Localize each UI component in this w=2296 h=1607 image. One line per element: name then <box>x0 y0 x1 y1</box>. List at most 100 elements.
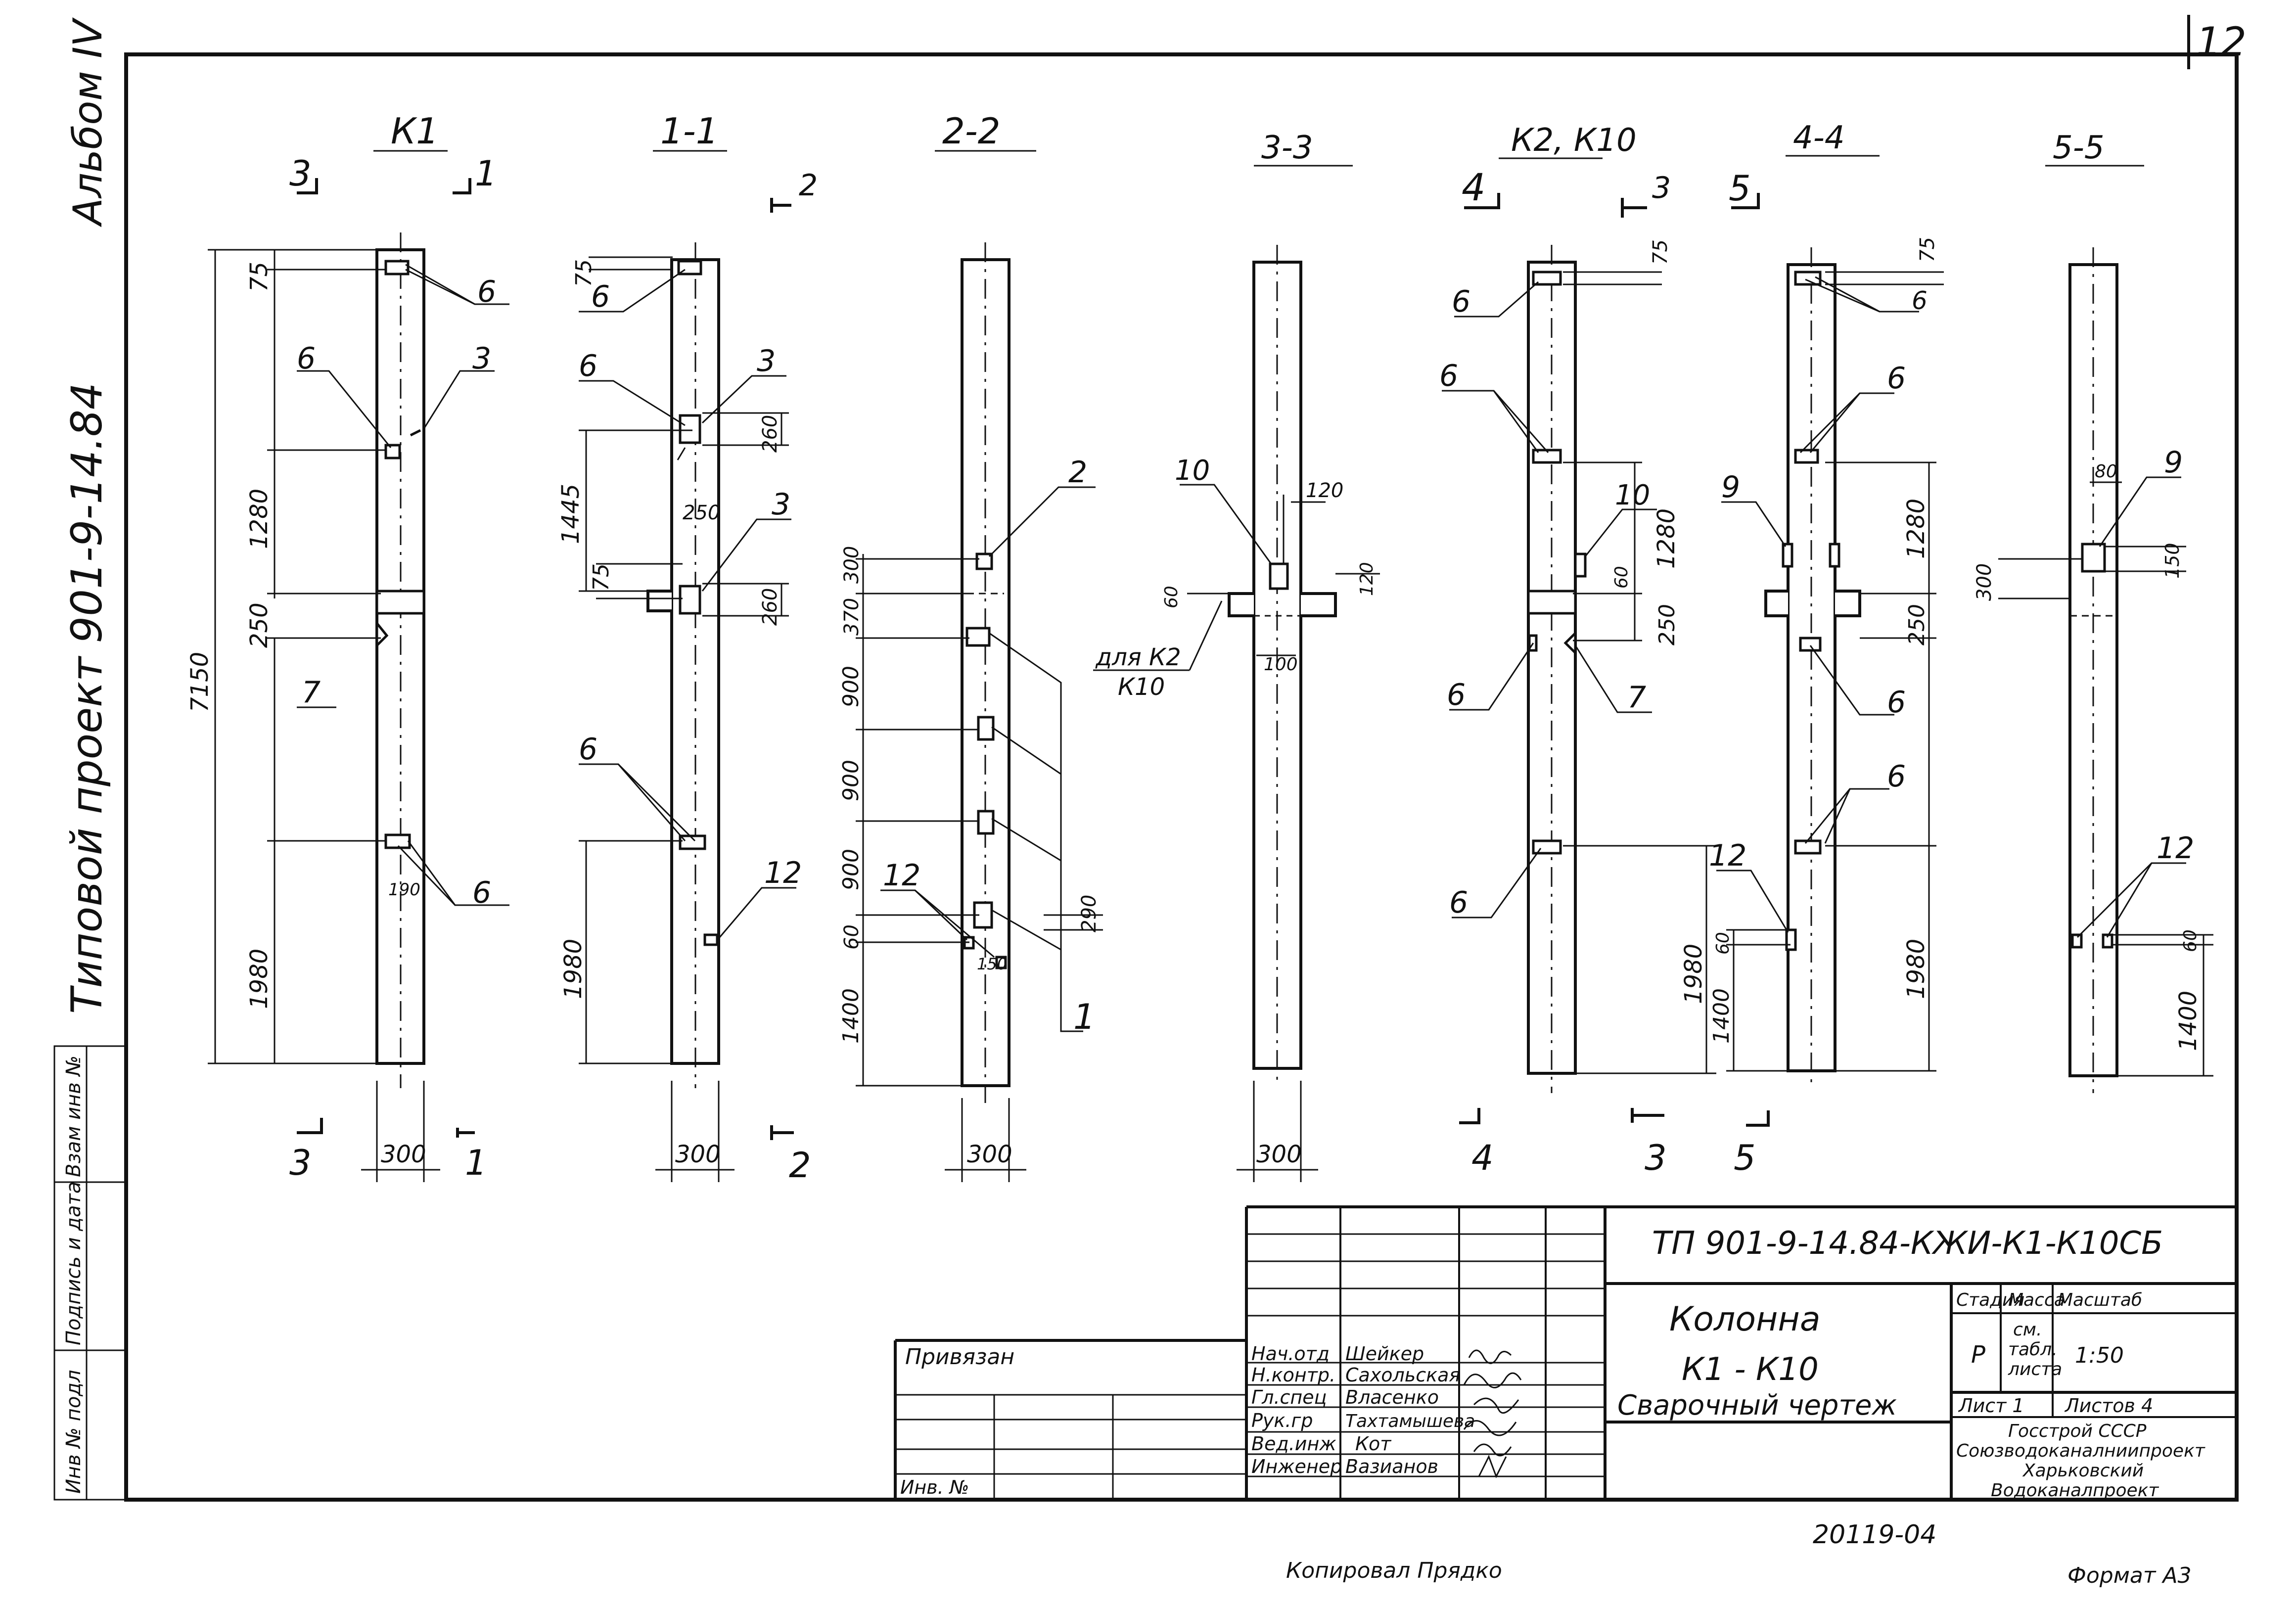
s22-tag-2: 2 <box>1068 455 1087 490</box>
footer-format: Формат А3 <box>2067 1563 2192 1588</box>
s55-dim-300: 300 <box>1973 563 1996 601</box>
tb-mass-value-1: см. <box>2013 1320 2042 1340</box>
k1-tag-6b: 6 <box>297 341 316 376</box>
tb-scale-label: Масштаб <box>2058 1290 2142 1310</box>
tb-inv-no: Инв. № <box>900 1476 969 1498</box>
k2-dim-60: 60 <box>1611 566 1632 589</box>
s22-dim-900b: 900 <box>838 760 864 801</box>
tb-org-3: Харьковский <box>2022 1461 2144 1481</box>
s11-tag-6a: 6 <box>591 279 610 314</box>
s11-dim-1445: 1445 <box>557 484 585 544</box>
signature-2 <box>1463 1372 1522 1388</box>
s11-dim-1980: 1980 <box>559 939 587 999</box>
s11-dim-260b: 260 <box>759 588 781 626</box>
tb-name-3: Сварочный чертеж <box>1617 1389 1897 1422</box>
s22-dim-60: 60 <box>840 924 863 950</box>
album-label: Альбом IV <box>65 17 111 228</box>
view-3-3-title: 3-3 <box>1261 130 1313 166</box>
tb-name-person-3: Власенко <box>1345 1386 1439 1408</box>
k2-tag-6c: 6 <box>1447 678 1466 712</box>
s44-tag-6d: 6 <box>1887 759 1906 794</box>
footer-copied: Копировал Прядко <box>1286 1558 1502 1583</box>
k2-tag-7: 7 <box>1627 680 1646 715</box>
s55-dim-1400: 1400 <box>2174 991 2202 1051</box>
k2-dim-250: 250 <box>1654 604 1680 645</box>
s44-dim-1980: 1980 <box>1902 939 1930 999</box>
view-3-3: 3-3 120 60 120 100 300 10 для К2 К10 <box>1093 130 1380 1182</box>
s55-dim-80: 80 <box>2095 461 2117 482</box>
s11-dim-300: 300 <box>675 1141 721 1168</box>
side-stamp: Взам инв № Подпись и дата Инв № подл <box>53 1045 127 1501</box>
s44-tag-12: 12 <box>1709 838 1746 873</box>
side-stamp-inv: Инв № подл <box>62 1370 85 1494</box>
k2-tag-6d: 6 <box>1449 885 1468 920</box>
k2-cut-3-bottom: 3 <box>1645 1138 1667 1178</box>
footer-order-no: 20119-04 <box>1813 1520 1936 1550</box>
s55-dim-60: 60 <box>2180 929 2201 952</box>
s33-dim-300: 300 <box>1256 1141 1302 1168</box>
tb-stage-label: Стадия <box>1956 1290 2024 1310</box>
s11-tag-3b: 3 <box>772 487 790 522</box>
s11-tag-3a: 3 <box>757 344 776 378</box>
k2-tag-6b: 6 <box>1439 359 1458 393</box>
s11-dim-250: 250 <box>683 502 720 524</box>
s11-dim-75: 75 <box>571 259 597 287</box>
s33-dim-120a: 120 <box>1306 479 1343 502</box>
tb-code: ТП 901-9-14.84-КЖИ-К1-К10СБ <box>1652 1225 2163 1262</box>
tb-name-person-6: Вазианов <box>1345 1456 1438 1477</box>
k2-dim-75: 75 <box>1649 239 1672 265</box>
view-4-4-title: 4-4 <box>1793 120 1845 156</box>
s33-note-1: для К2 <box>1095 643 1181 671</box>
k1-tag-6a: 6 <box>477 275 496 309</box>
tb-sheet: Лист 1 <box>1958 1395 2024 1417</box>
k1-cut-3-top: 3 <box>289 153 312 194</box>
s11-tag-6b: 6 <box>579 349 597 383</box>
k1-dim-300: 300 <box>381 1141 426 1168</box>
tb-mass-value-3: листа <box>2008 1359 2062 1379</box>
s44-tag-9: 9 <box>1721 470 1740 505</box>
tb-org-1: Госстрой СССР <box>2008 1421 2147 1441</box>
view-1-1: 1-1 75 1445 75 1980 260 250 <box>557 110 818 1186</box>
drawing-frame <box>124 52 2239 1502</box>
s11-tag-6c: 6 <box>579 732 597 767</box>
s22-dim-900c: 900 <box>838 849 864 890</box>
k1-cut-1-top: 1 <box>475 153 497 194</box>
s22-dim-150: 150 <box>977 955 1007 973</box>
tb-role-5: Вед.инж <box>1251 1433 1336 1455</box>
title-block: ТП 901-9-14.84-КЖИ-К1-К10СБ Колонна К1 -… <box>894 1205 2237 1501</box>
s22-dim-900a: 900 <box>838 666 864 707</box>
page-number: 12 <box>2196 19 2247 65</box>
tb-name-person-5: Кот <box>1355 1433 1392 1455</box>
s44-tag-6b: 6 <box>1887 361 1906 396</box>
s33-tag-10: 10 <box>1175 455 1210 487</box>
s44-cut-5-bottom: 5 <box>1734 1138 1756 1178</box>
tb-mass-value-2: табл. <box>2008 1339 2058 1360</box>
k1-dim-1280: 1280 <box>245 489 273 549</box>
view-2-2-title: 2-2 <box>942 110 1001 152</box>
tb-name-person-4: Тахтамышева <box>1345 1411 1475 1431</box>
view-5-5: 5-5 80 300 150 60 1400 9 12 <box>1973 130 2213 1093</box>
s44-dim-75: 75 <box>1916 237 1939 262</box>
view-k1: К1 75 1280 250 7150 1980 190 300 <box>186 110 509 1183</box>
k2-tag-6a: 6 <box>1452 284 1470 319</box>
k1-tag-3: 3 <box>472 341 491 376</box>
k2-tag-10: 10 <box>1615 479 1650 511</box>
s22-dim-300b: 300 <box>967 1141 1012 1168</box>
s22-tag-12: 12 <box>883 858 920 893</box>
tb-role-2: Н.контр. <box>1251 1364 1335 1386</box>
s22-dim-300a: 300 <box>840 546 863 584</box>
s22-dim-370: 370 <box>840 598 863 636</box>
view-1-1-title: 1-1 <box>660 110 719 152</box>
view-4-4: 4-4 75 1280 250 1980 60 1400 5 <box>1709 120 1944 1178</box>
s33-dim-100: 100 <box>1264 654 1298 675</box>
tb-role-3: Гл.спец <box>1251 1386 1327 1408</box>
s55-dim-150: 150 <box>2161 543 2183 579</box>
s11-dim-75b: 75 <box>589 563 614 591</box>
k2-dim-1980: 1980 <box>1680 944 1707 1004</box>
s44-tag-6c: 6 <box>1887 685 1906 720</box>
view-k1-title: К1 <box>391 110 439 152</box>
s22-dim-290: 290 <box>1078 895 1101 932</box>
side-stamp-vzam: Взам инв № <box>62 1056 85 1177</box>
k1-bracket <box>375 590 425 615</box>
